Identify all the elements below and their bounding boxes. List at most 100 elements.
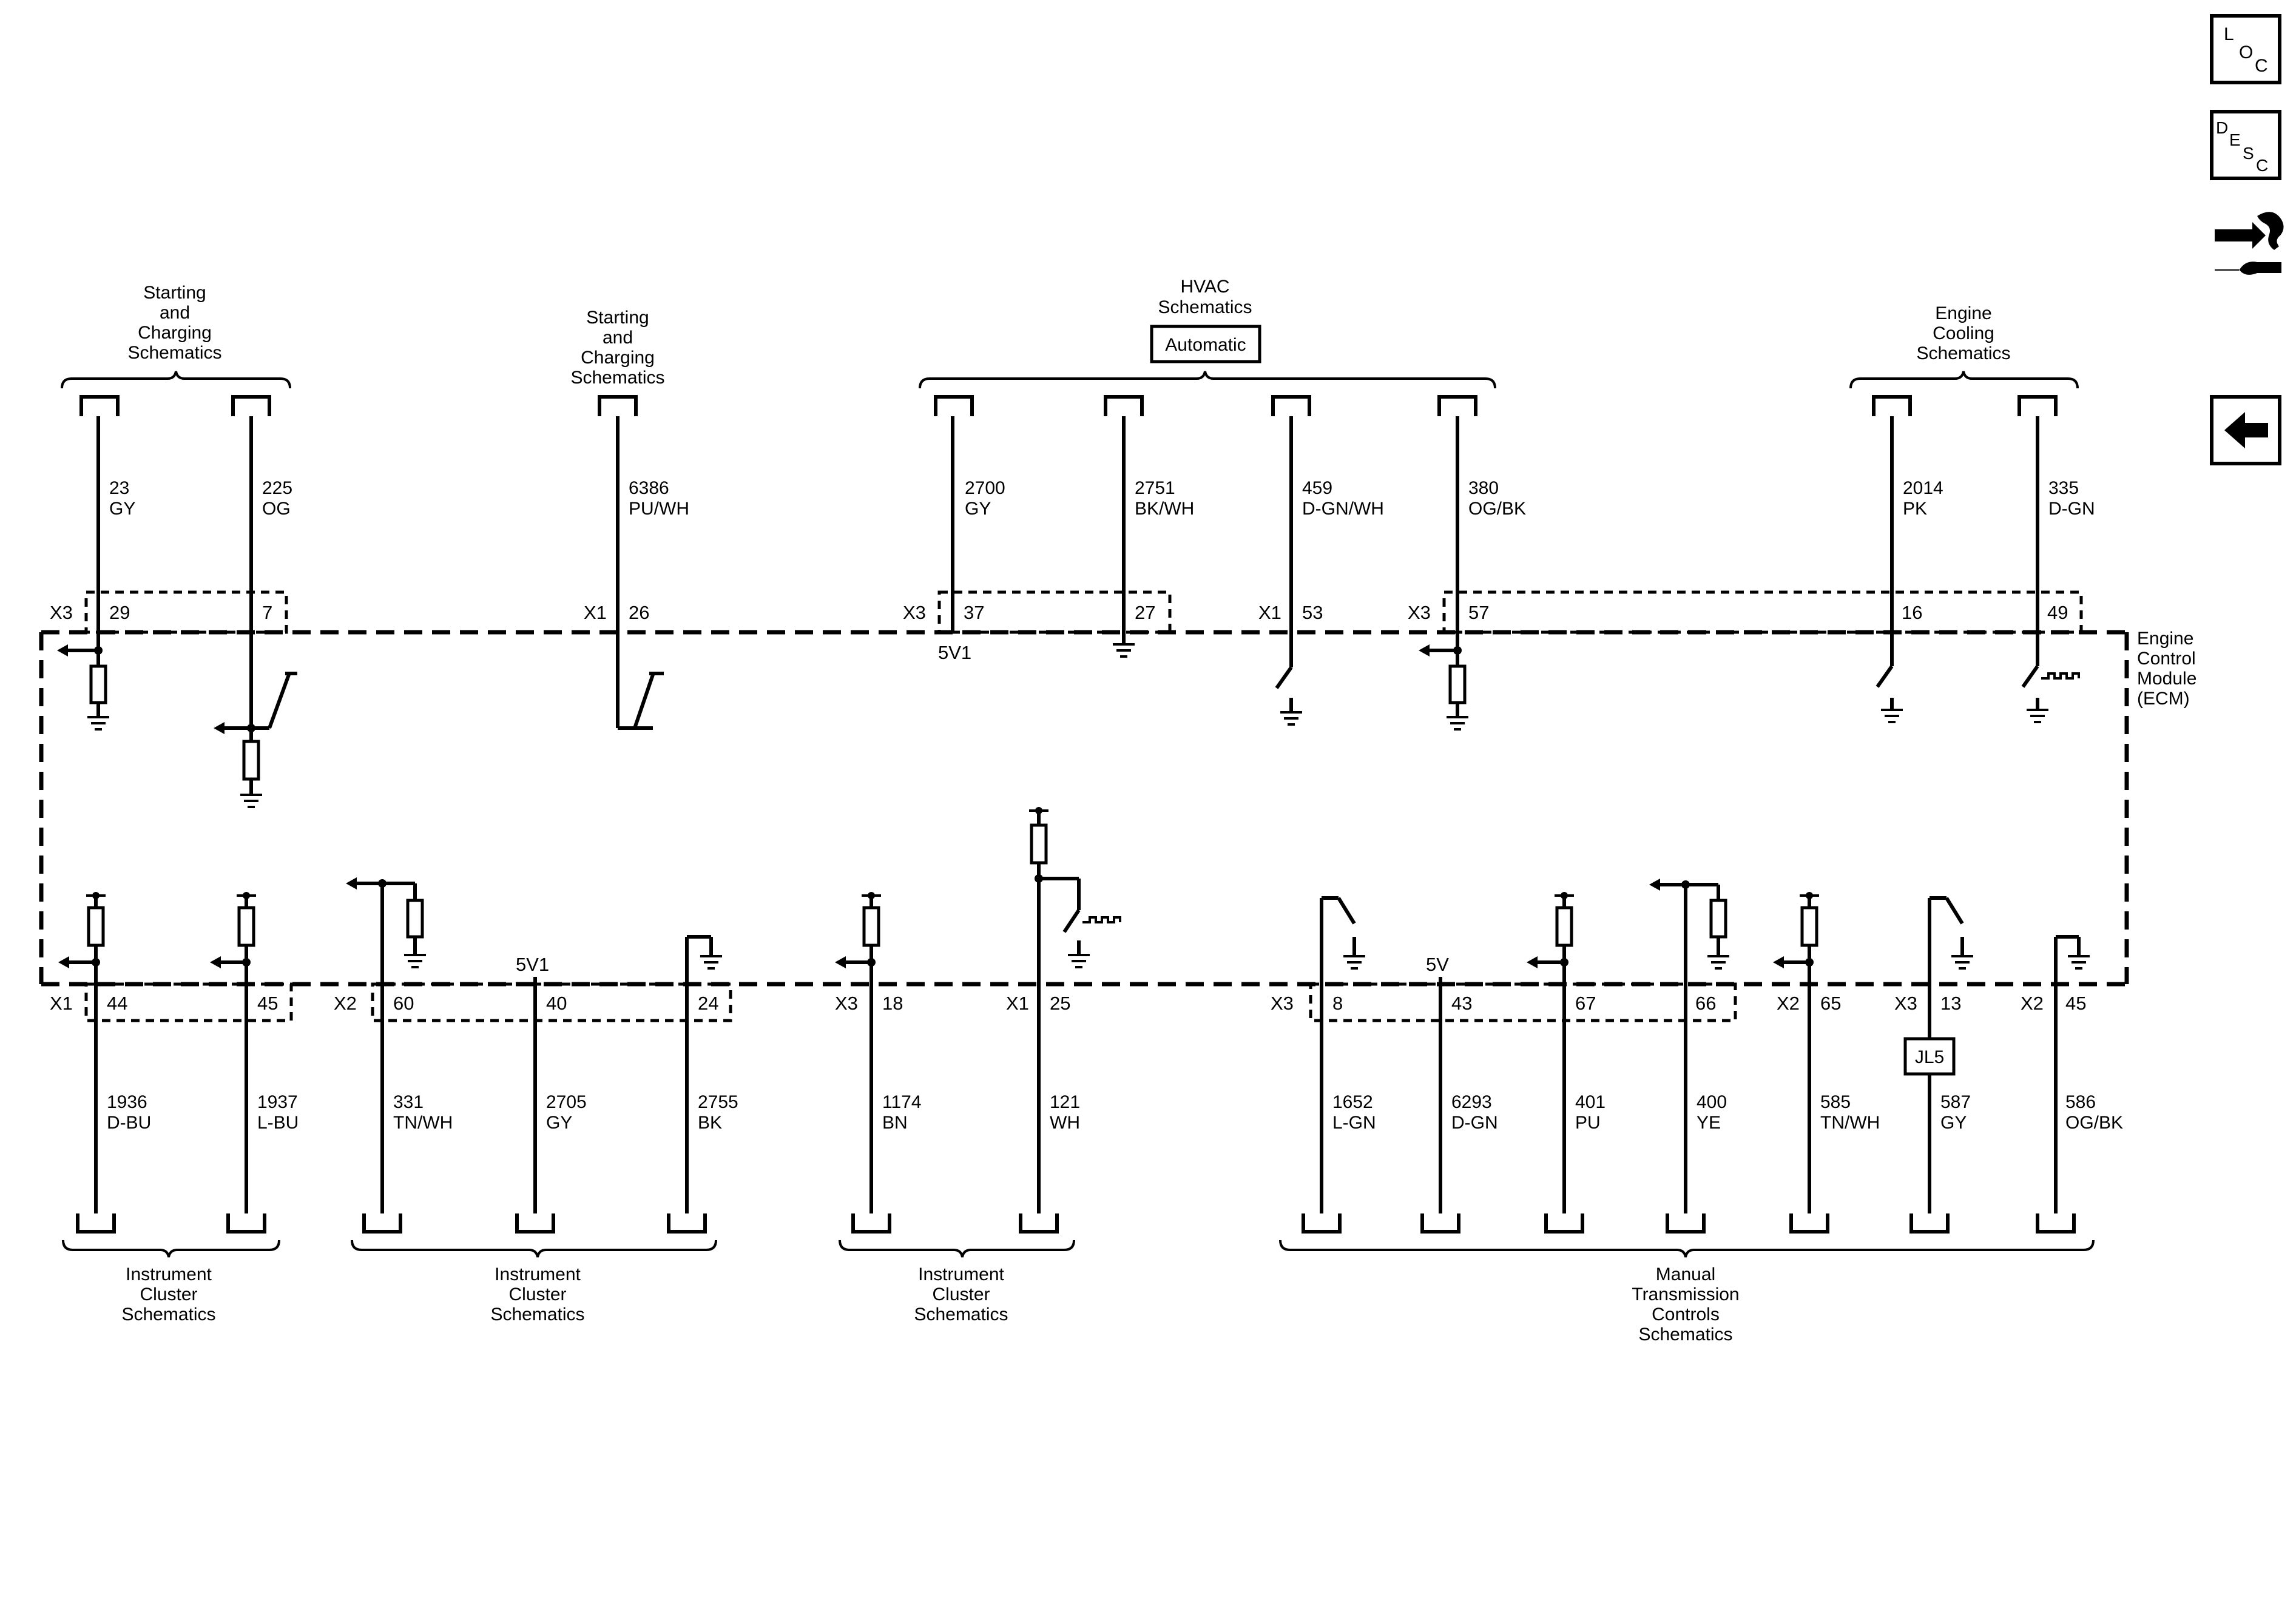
internal-pin16 xyxy=(1876,665,1903,723)
svg-text:X3: X3 xyxy=(50,602,73,623)
module-line-2: Control xyxy=(2137,649,2196,669)
svg-text:Cluster: Cluster xyxy=(508,1284,566,1304)
svg-text:121: 121 xyxy=(1050,1092,1080,1112)
svg-text:PU: PU xyxy=(1575,1113,1601,1133)
svg-text:45: 45 xyxy=(257,993,278,1014)
svg-text:Instrument: Instrument xyxy=(495,1264,581,1284)
loc-icon[interactable]: L O C xyxy=(2210,14,2281,84)
svg-text:BK: BK xyxy=(698,1113,722,1133)
top-plugs xyxy=(79,395,2058,416)
svg-text:X2: X2 xyxy=(334,993,357,1014)
wire-2751-color: BK/WH xyxy=(1135,499,1194,519)
internal-pin67 xyxy=(1527,892,1574,968)
top-wire-labels: 23 GY 225 OG 6386 PU/WH 2700 GY 2751 BK/… xyxy=(109,478,2095,519)
svg-text:400: 400 xyxy=(1697,1092,1727,1112)
module-line-3: Module xyxy=(2137,669,2196,689)
svg-text:Schematics: Schematics xyxy=(127,343,221,363)
svg-text:40: 40 xyxy=(546,993,567,1014)
svg-text:24: 24 xyxy=(698,993,718,1014)
svg-text:Schematics: Schematics xyxy=(914,1304,1008,1325)
svg-text:Schematics: Schematics xyxy=(1638,1325,1732,1345)
svg-text:GY: GY xyxy=(546,1113,572,1133)
svg-text:L-BU: L-BU xyxy=(257,1113,299,1133)
wire-6386-number: 6386 xyxy=(629,478,669,498)
svg-text:Schematics: Schematics xyxy=(570,368,664,388)
svg-text:Charging: Charging xyxy=(581,348,655,368)
svg-text:X3: X3 xyxy=(835,993,858,1014)
svg-text:D: D xyxy=(2216,118,2228,137)
internal-pin53 xyxy=(1275,666,1302,726)
svg-text:YE: YE xyxy=(1697,1113,1721,1133)
svg-text:45: 45 xyxy=(2065,993,2086,1014)
svg-text:L-GN: L-GN xyxy=(1332,1113,1376,1133)
top-5v1-label: 5V1 xyxy=(938,642,971,663)
connector-boxes xyxy=(84,590,2083,1022)
svg-text:6293: 6293 xyxy=(1451,1092,1492,1112)
svg-text:66: 66 xyxy=(1695,993,1716,1014)
internal-pin60 xyxy=(346,877,426,968)
svg-text:X3: X3 xyxy=(1894,993,1917,1014)
wire-335-color: D-GN xyxy=(2048,499,2095,519)
wire-380-number: 380 xyxy=(1468,478,1499,498)
svg-text:29: 29 xyxy=(109,602,130,623)
internal-pin65 xyxy=(1773,892,1819,968)
svg-text:Schematics: Schematics xyxy=(1158,297,1252,317)
wire-2700-number: 2700 xyxy=(965,478,1005,498)
wire-2014-color: PK xyxy=(1903,499,1927,519)
internal-pin18 xyxy=(835,892,881,968)
svg-text:Cluster: Cluster xyxy=(140,1284,197,1304)
svg-text:GY: GY xyxy=(1940,1113,1967,1133)
top-group-3: Engine Cooling Schematics xyxy=(1916,303,2010,363)
wire-2751-number: 2751 xyxy=(1135,478,1175,498)
top-group-2: HVAC Schematics Automatic xyxy=(1150,277,1261,363)
svg-text:X1: X1 xyxy=(50,993,73,1014)
wire-459-number: 459 xyxy=(1302,478,1332,498)
svg-text:Instrument: Instrument xyxy=(918,1264,1004,1284)
svg-text:53: 53 xyxy=(1302,602,1323,623)
bottom-group-0: Instrument Cluster Schematics xyxy=(121,1264,215,1325)
svg-text:D-GN: D-GN xyxy=(1451,1113,1498,1133)
wire-23-number: 23 xyxy=(109,478,129,498)
svg-text:1937: 1937 xyxy=(257,1092,298,1112)
bottom-wire-labels: 1936 D-BU 1937 L-BU 331 TN/WH 2705 GY 27… xyxy=(107,1092,2123,1133)
wire-459-color: D-GN/WH xyxy=(1302,499,1384,519)
svg-text:1174: 1174 xyxy=(882,1092,922,1112)
svg-text:331: 331 xyxy=(393,1092,424,1112)
svg-text:13: 13 xyxy=(1940,993,1961,1014)
internal-pin49 xyxy=(2021,665,2080,723)
svg-text:586: 586 xyxy=(2065,1092,2096,1112)
bottom-group-2: Instrument Cluster Schematics xyxy=(914,1264,1008,1325)
svg-text:X1: X1 xyxy=(1258,602,1281,623)
internal-pin27 xyxy=(1113,643,1135,658)
svg-text:Cooling: Cooling xyxy=(1933,323,1994,343)
svg-text:X1: X1 xyxy=(1006,993,1029,1014)
svg-text:WH: WH xyxy=(1050,1113,1080,1133)
svg-text:Engine: Engine xyxy=(1935,303,1991,323)
wire-225-color: OG xyxy=(262,499,291,519)
svg-text:Charging: Charging xyxy=(138,323,212,343)
svg-text:X2: X2 xyxy=(2021,993,2044,1014)
svg-text:E: E xyxy=(2229,130,2241,149)
svg-text:Transmission: Transmission xyxy=(1632,1284,1739,1304)
top-group-0: Starting and Charging Schematics xyxy=(127,283,221,363)
back-arrow-icon[interactable] xyxy=(2210,395,2281,465)
internal-pin26 xyxy=(618,672,664,730)
wire-380-color: OG/BK xyxy=(1468,499,1526,519)
wire-23-color: GY xyxy=(109,499,135,519)
automatic-option-box xyxy=(1150,325,1261,363)
svg-text:and: and xyxy=(160,303,190,323)
svg-text:Starting: Starting xyxy=(143,283,206,303)
svg-text:Schematics: Schematics xyxy=(490,1304,584,1325)
svg-text:57: 57 xyxy=(1468,602,1489,623)
internal-pin13 xyxy=(1930,896,1973,970)
svg-text:Cluster: Cluster xyxy=(932,1284,990,1304)
internal-pin57 xyxy=(1419,644,1468,731)
svg-text:65: 65 xyxy=(1820,993,1841,1014)
connector-tool-icon[interactable] xyxy=(2215,212,2284,275)
desc-icon[interactable]: D E S C xyxy=(2210,110,2281,180)
svg-text:C: C xyxy=(2255,56,2268,76)
svg-text:Starting: Starting xyxy=(586,308,649,328)
svg-text:7: 7 xyxy=(262,602,272,623)
svg-text:49: 49 xyxy=(2047,602,2068,623)
